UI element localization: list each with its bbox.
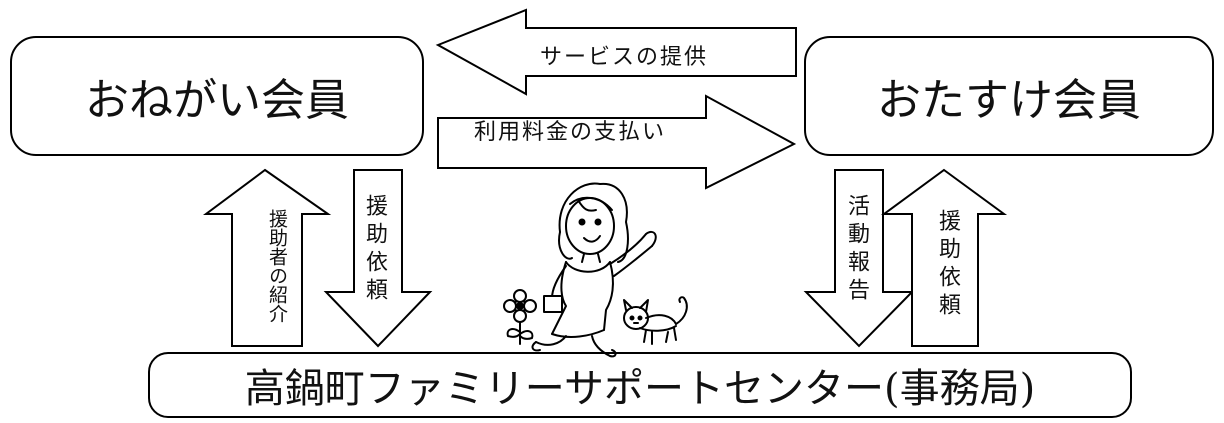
cat-illustration [623,296,688,345]
flower-illustration [503,289,537,345]
payment-label: 利用料金の支払い [474,120,667,145]
activity-report-arrow [803,169,915,348]
requester-member-box: おねがい会員 [10,36,424,156]
introduction-label: 援助者の紹介 [266,209,288,323]
service-label: サービスの提供 [540,45,709,70]
activity-report-label: 活動報告 [844,194,869,306]
payment-arrow [437,94,797,190]
support-center-label: 高鍋町ファミリーサポートセンター(事務局) [244,366,1036,412]
helper-member-label: おたすけ会員 [877,75,1141,126]
request-up-arrow-right [880,168,1008,347]
helper-member-box: おたすけ会員 [804,36,1214,156]
request-label-right: 援助依頼 [935,209,960,321]
woman-illustration [531,182,657,358]
request-down-arrow-left [323,169,433,348]
requester-member-label: おねがい会員 [85,75,349,126]
support-center-box: 高鍋町ファミリーサポートセンター(事務局) [148,352,1132,418]
service-arrow [435,8,797,96]
request-label-left: 援助依頼 [362,194,387,306]
introduction-arrow [202,168,332,347]
